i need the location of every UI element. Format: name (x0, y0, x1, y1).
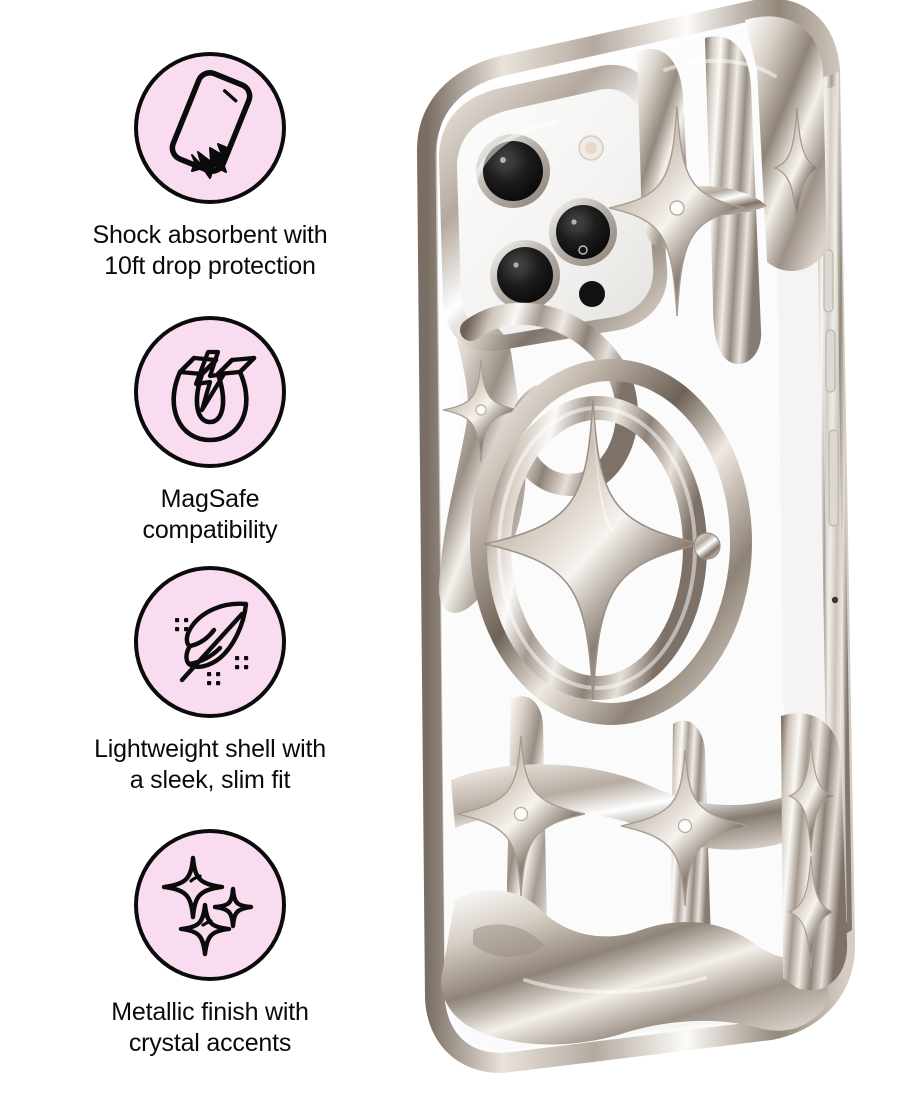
magsafe-ring (470, 359, 752, 725)
chrome-lattice-lower (441, 696, 829, 1045)
feature-item-magsafe: MagSafe compatibility (0, 316, 420, 546)
camera-lens-1 (476, 134, 550, 208)
phone-drop-impact-icon (169, 70, 253, 179)
icon-circle-background (134, 566, 286, 718)
product-image (415, 0, 900, 1100)
camera-flash (578, 135, 604, 161)
icon-circle-background (134, 316, 286, 468)
side-rail-bottom-stars (781, 713, 848, 991)
camera-module (439, 64, 668, 352)
crystal-accent (513, 806, 529, 822)
metallic-phone-case-illustration (416, 0, 856, 1073)
embossed-star-rail-2 (787, 855, 835, 969)
camera-lens-3 (490, 240, 560, 310)
magnet-magsafe-icon (171, 349, 257, 443)
feature-icon-badge (134, 829, 286, 981)
feather-lightweight-icon (175, 601, 249, 686)
button-cutout-volume-up (823, 249, 834, 313)
case-side-rail (815, 72, 852, 944)
mic-sensor (578, 245, 588, 255)
chrome-corner-top-right (745, 16, 827, 272)
magsafe-center-star (484, 399, 702, 701)
feature-icon-badge (134, 316, 286, 468)
feature-icon-badge (134, 52, 286, 204)
chrome-lattice-upper (608, 36, 767, 365)
magsafe-outer-ring (470, 359, 752, 725)
feature-label: Metallic finish with crystal accents (111, 998, 309, 1057)
feature-label: MagSafe compatibility (142, 485, 278, 544)
feature-item-metallic-finish: Metallic finish with crystal accents (0, 829, 420, 1059)
crystal-accent (669, 200, 685, 216)
mic-hole (831, 596, 839, 604)
icon-circle-background (134, 829, 286, 981)
button-cutout-power (828, 429, 839, 527)
feature-label: Lightweight shell with a sleek, slim fit (94, 735, 326, 794)
feature-list: Shock absorbent with 10ft drop protectio… (0, 0, 420, 1100)
embossed-star-rail-1 (787, 739, 835, 853)
feature-item-lightweight: Lightweight shell with a sleek, slim fit (0, 566, 420, 796)
chrome-bottom-drip (441, 890, 829, 1045)
feature-label: Shock absorbent with 10ft drop protectio… (92, 221, 328, 280)
button-cutout-volume-down (825, 329, 836, 393)
crystal-accent (475, 404, 487, 416)
embossed-star-corner (773, 107, 821, 227)
ring-knob (693, 532, 721, 560)
sparkles-crystal-icon (161, 855, 254, 957)
gloss-highlights (472, 58, 777, 994)
feature-item-shock-absorbent: Shock absorbent with 10ft drop protectio… (0, 52, 420, 282)
crystal-accent (677, 818, 693, 834)
camera-lens-2 (549, 198, 617, 266)
lidar-sensor (579, 281, 605, 307)
feature-icon-badge (134, 566, 286, 718)
